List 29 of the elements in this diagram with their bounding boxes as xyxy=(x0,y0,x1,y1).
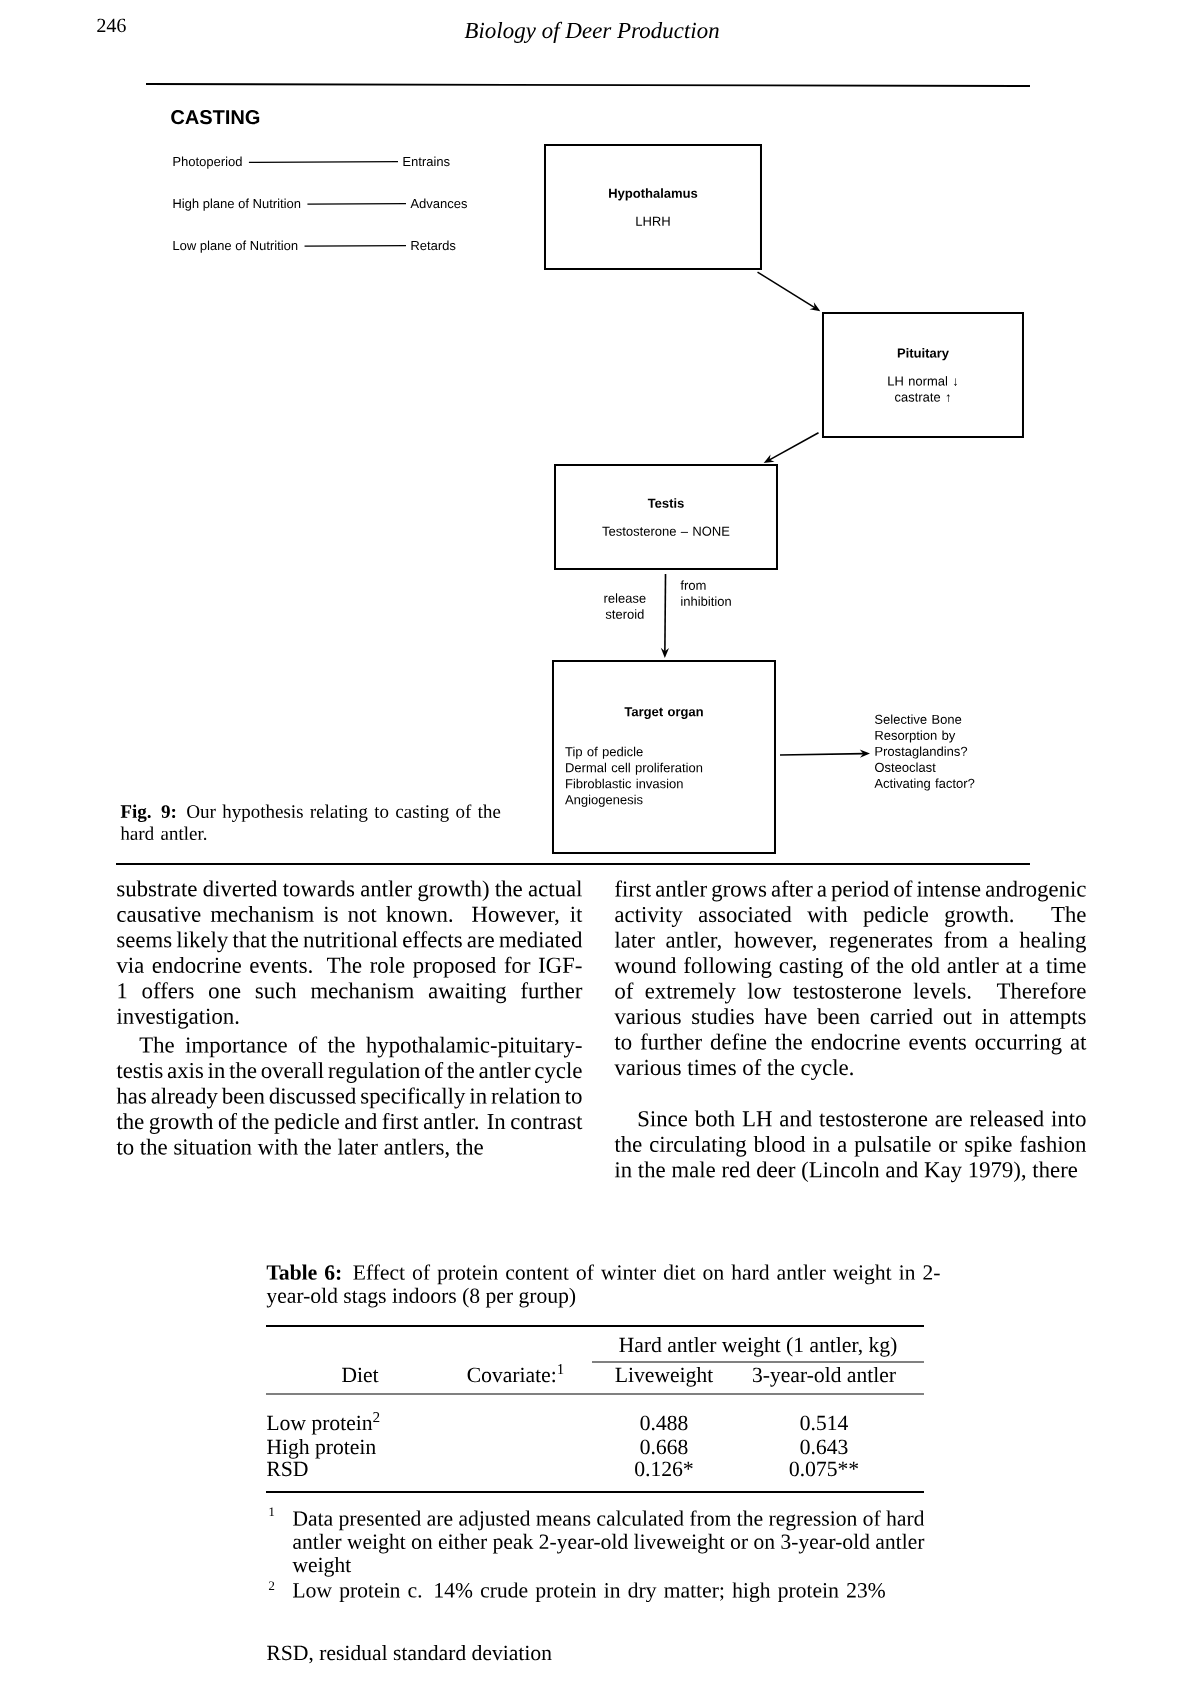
row-label: RSD xyxy=(267,1461,308,1477)
table-value: 0.668 xyxy=(640,1439,688,1455)
table-value: 0.075** xyxy=(789,1461,859,1477)
connector-line xyxy=(306,203,407,205)
running-head: Biology of Deer Production xyxy=(464,21,719,43)
table-value: 0.488 xyxy=(640,1415,688,1431)
footnote: Low protein c. 14% crude protein in dry matter; high protein 23% xyxy=(293,1582,885,1603)
row-label: Low protein$^{2}$ xyxy=(267,1412,380,1435)
footnote: Data presented are adjusted means calculated from the regression of hard antler weight on either peak 2-year-old liveweight or on 3-year-old antler weight xyxy=(292,1510,925,1577)
connector-line xyxy=(248,160,399,163)
figure-caption: Fig. 9: Our hypothesis relating to casting of the hard antler. xyxy=(120,804,501,841)
column-heading: Liveweight xyxy=(615,1367,714,1387)
body-paragraph: substrate diverted towards antler growth) the actual causative mechanism is not known. However, it seems likely that the nutritional effects are mediated via endocrine events. The role proposed for IGF-1 offers one such mechanism awaiting further investigation. xyxy=(116,880,583,1029)
table-value: 0.514 xyxy=(800,1415,848,1431)
column-heading: Hard antler weight (1 antler, kg) xyxy=(619,1337,897,1357)
column-heading: Covariate:$^{1}$ xyxy=(467,1364,564,1383)
table-value: 0.126* xyxy=(635,1461,693,1477)
body-paragraph: first antler grows after a period of intense androgenic activity associated with pedicle growth. The later antler, however, regenerates from a healing wound following casting of the old antler at a time of extremely low testosterone levels. Therefore various studies have been carried out in attempts to further define the endocrine events occurring at various times of the cycle. xyxy=(614,880,1087,1080)
footnote: RSD, residual standard deviation xyxy=(267,1645,552,1664)
column-heading: Diet xyxy=(342,1367,379,1383)
diagram-heading: CASTING xyxy=(171,110,260,125)
body-paragraph: The importance of the hypothalamic-pituitary-testis axis in the overall regulation of the antler cycle has already been discussed specifically in relation to the growth of the pedicle and first antler. In contrast to the situation with the later antlers, the xyxy=(116,1036,583,1158)
row-label: High protein xyxy=(267,1439,376,1459)
connector-line xyxy=(303,244,407,247)
table-value: 0.643 xyxy=(800,1439,848,1455)
column-heading: 3-year-old antler xyxy=(753,1367,896,1387)
table-caption: Table 6: Effect of protein content of winter diet on hard antler weight in 2-year-old stags indoors (8 per group) xyxy=(266,1264,940,1308)
page-number: 246 xyxy=(97,18,126,33)
body-paragraph: Since both LH and testosterone are released into the circulating blood in a pulsatile or spike fashion in the male red deer (Lincoln and Kay 1979), there xyxy=(614,1110,1087,1183)
